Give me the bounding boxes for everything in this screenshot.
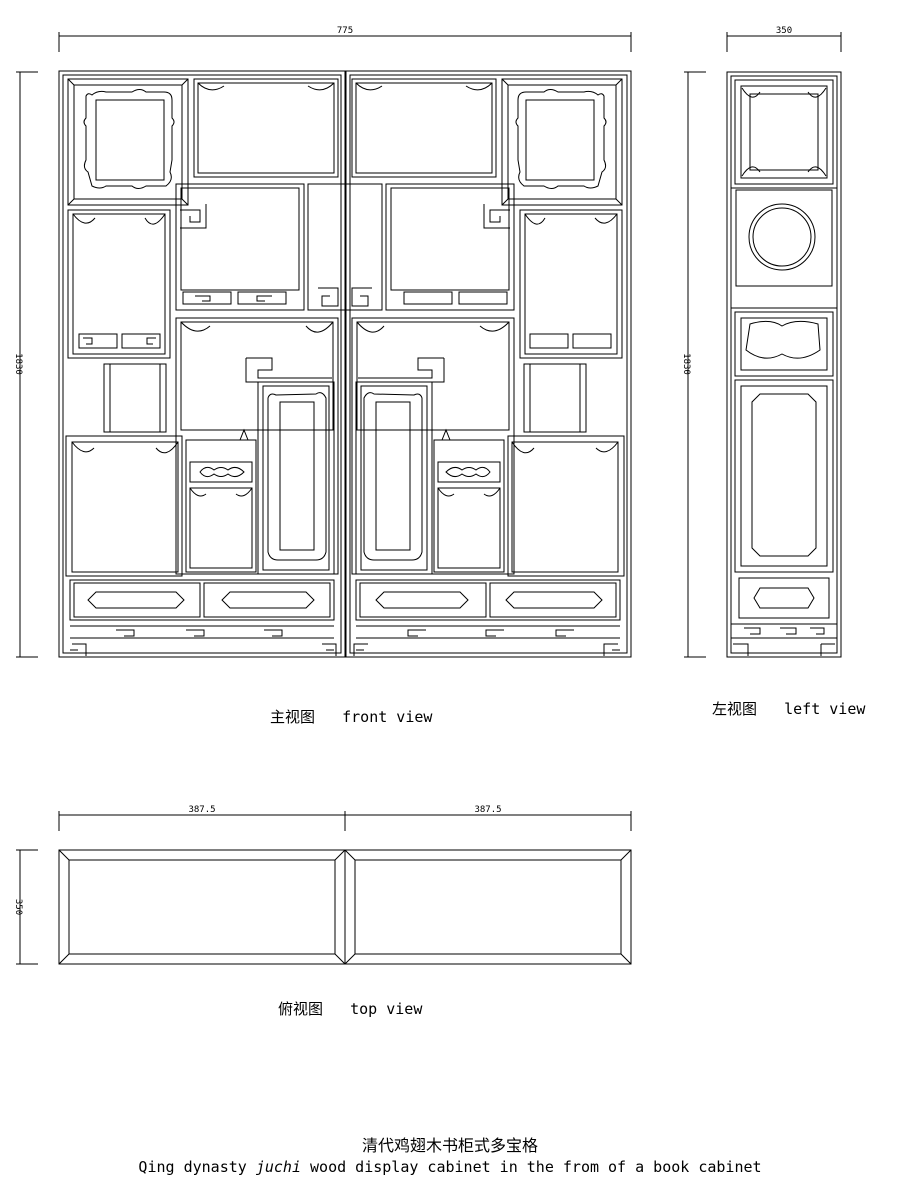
front-middle-left-side-panel (67, 209, 171, 359)
left-width-dim-text: 350 (776, 26, 792, 36)
front-upper-left-square-panel (67, 78, 189, 206)
top-right-width-dim-text: 387.5 (474, 805, 501, 815)
top-view-label-en: top view (350, 1000, 423, 1018)
caption-en-italic: juchi (255, 1158, 301, 1176)
front-left-base-fretwork (70, 625, 337, 656)
top-left-half (58, 849, 346, 965)
top-view-label-cn: 俯视图 (278, 1000, 324, 1018)
left-width-dimension (726, 32, 842, 52)
front-left-half-frame (58, 70, 346, 658)
front-height-dimension (16, 71, 38, 658)
front-view-label-cn: 主视图 (270, 708, 316, 726)
caption-title-cn: 清代鸡翅木书柜式多宝格 (361, 1136, 538, 1155)
front-view-label: 主视图 front view (270, 706, 432, 727)
front-left-drawers (69, 579, 335, 621)
caption-en-post: wood display cabinet in the from of a bo… (300, 1158, 762, 1176)
top-right-half (344, 849, 632, 965)
front-upper-left-wide-panel (193, 78, 339, 178)
caption-title-en: Qing dynasty juchi wood display cabinet … (0, 1158, 900, 1176)
left-view-label-en: left view (784, 700, 866, 718)
left-height-dim-text: 1830 (681, 353, 691, 375)
front-left-tall-door (257, 381, 335, 575)
left-view-label: 左视图 left view (712, 698, 865, 719)
top-view-label: 俯视图 top view (278, 998, 422, 1019)
top-left-width-dim-text: 387.5 (188, 805, 215, 815)
caption-en-pre: Qing dynasty (138, 1158, 256, 1176)
front-left-post (103, 363, 167, 433)
top-depth-dim-text: 350 (13, 899, 23, 915)
front-center-left-cell (307, 183, 346, 311)
left-view-frame (726, 71, 842, 658)
left-view-label-cn: 左视图 (712, 700, 758, 718)
left-view-round-window (748, 203, 816, 271)
front-right-half (345, 78, 625, 656)
front-middle-left-shelf-frame (175, 183, 305, 311)
top-width-dimensions (58, 811, 632, 831)
top-depth-dimension (16, 849, 38, 965)
left-height-dimension (684, 71, 706, 658)
front-view-label-en: front view (342, 708, 433, 726)
top-view (16, 811, 632, 965)
front-height-dim-text: 1830 (13, 353, 23, 375)
front-width-dim-text: 775 (337, 26, 353, 36)
front-view (16, 32, 632, 658)
front-width-dimension (58, 32, 632, 52)
front-lower-left-small-cabinet (185, 428, 257, 573)
left-view (684, 32, 842, 658)
front-lower-left-side-panel (65, 435, 183, 577)
front-right-half-frame (345, 70, 632, 658)
